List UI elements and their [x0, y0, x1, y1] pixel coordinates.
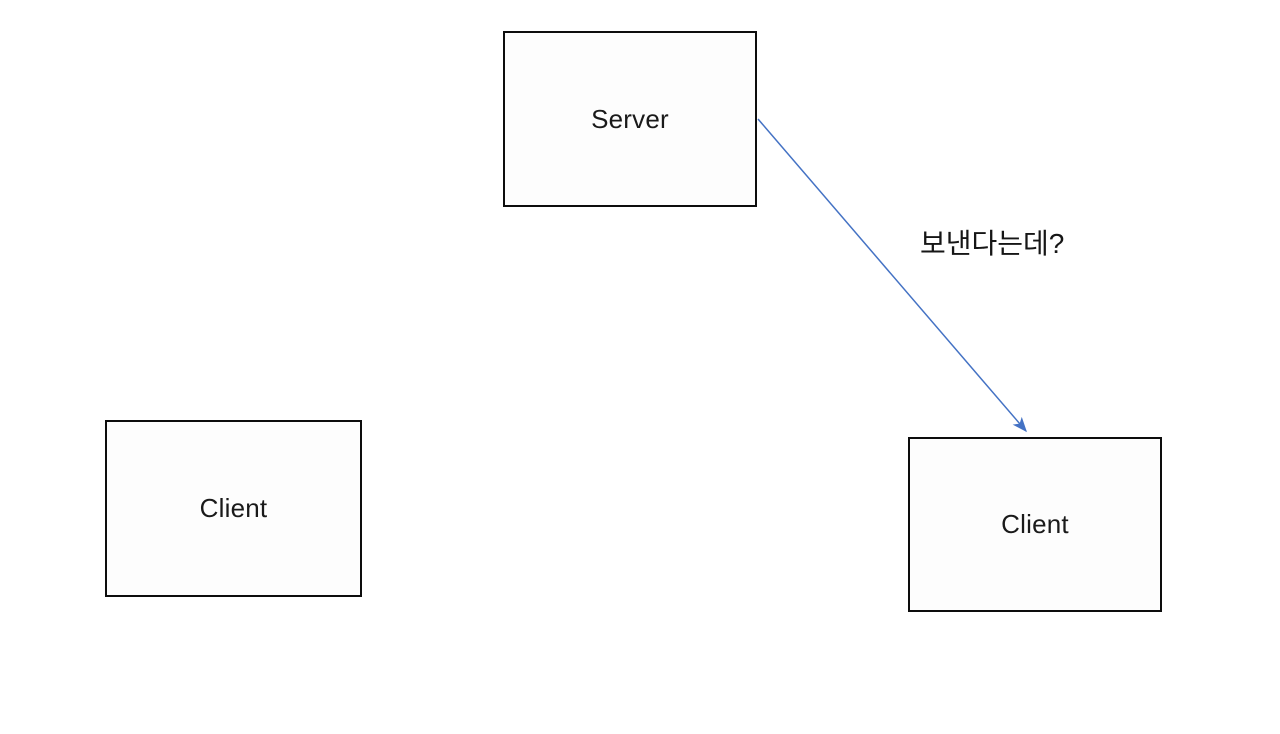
node-server-label: Server [591, 103, 669, 134]
node-client-right: Client [908, 437, 1162, 612]
arrow-label: 보낸다는데? [920, 228, 1065, 259]
node-client-left: Client [105, 420, 362, 597]
node-server: Server [503, 31, 757, 207]
arrow-server-to-client-right [757, 118, 1027, 433]
node-client-left-label: Client [199, 493, 268, 523]
node-client-right-label: Client [1001, 509, 1069, 539]
